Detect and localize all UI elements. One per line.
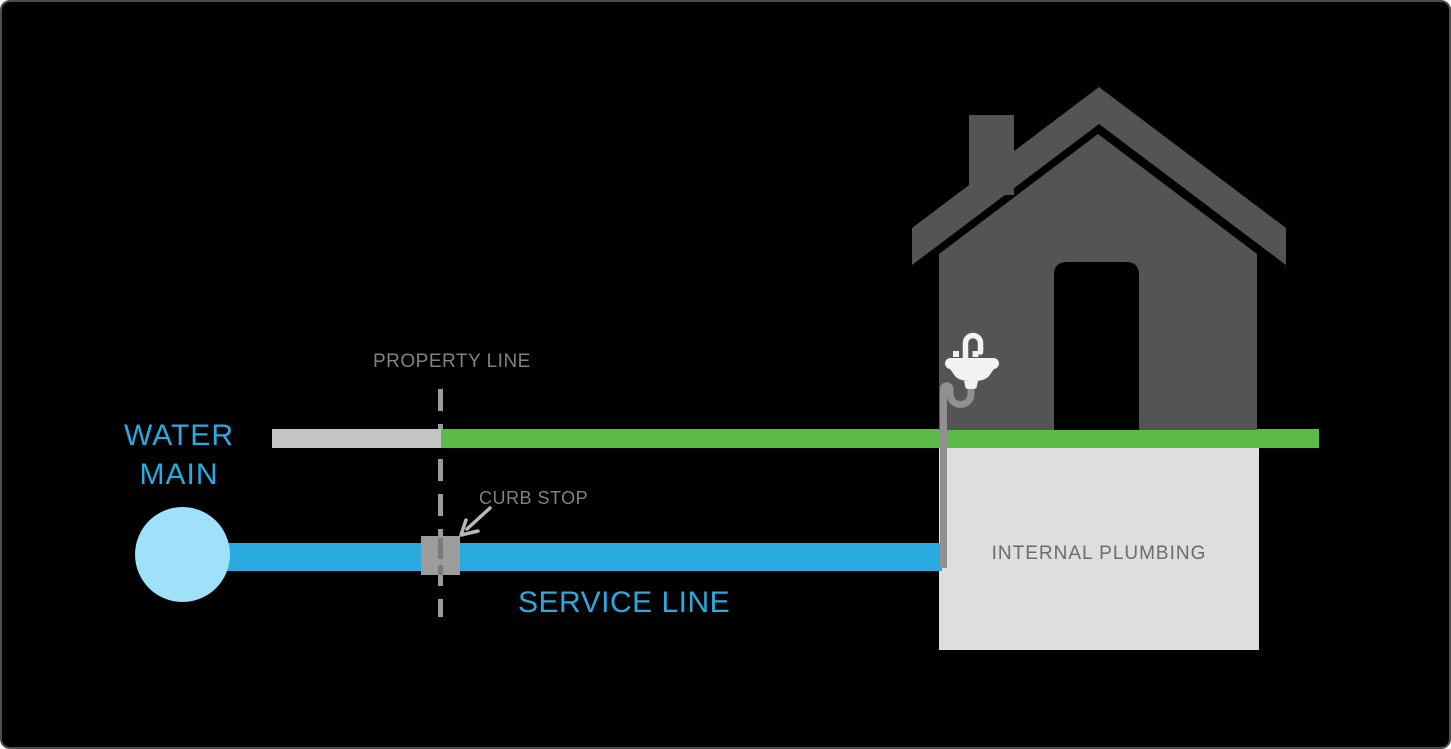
tap-handle-right <box>972 351 979 357</box>
service-line-label: SERVICE LINE <box>518 586 731 619</box>
curb-stop-arrow-icon <box>459 506 492 537</box>
foundation-box <box>939 448 1259 650</box>
faucet-icon <box>962 332 984 361</box>
tap-handle-left <box>953 351 959 357</box>
chimney-icon <box>969 115 1014 195</box>
property-line-through-valve <box>438 538 443 575</box>
house-body <box>939 134 1257 430</box>
sink-pedestal <box>964 381 978 388</box>
water-main-icon <box>135 507 230 602</box>
water-main-line1: WATER <box>124 419 234 452</box>
street-surface-bar <box>272 429 441 448</box>
house-icon <box>912 87 1286 430</box>
curb-stop-label: CURB STOP <box>479 488 589 508</box>
arrow-shaft <box>465 506 492 531</box>
door-icon <box>1054 262 1139 430</box>
sink-icon <box>945 332 999 389</box>
property-line-label: PROPERTY LINE <box>373 351 531 372</box>
service-line-pipe <box>182 543 942 571</box>
water-main-label: WATER MAIN <box>79 416 279 494</box>
sink-bowl <box>950 369 994 381</box>
internal-plumbing-label: INTERNAL PLUMBING <box>991 543 1207 564</box>
property-line-icon <box>438 389 443 617</box>
sink-rim <box>945 358 999 369</box>
arrow-head <box>459 518 480 537</box>
sink-tailpiece <box>966 382 976 389</box>
roof-icon <box>912 87 1286 265</box>
curb-stop-valve-icon <box>421 536 460 575</box>
water-main-line2: MAIN <box>139 458 219 491</box>
grass-surface-bar <box>441 429 1319 448</box>
